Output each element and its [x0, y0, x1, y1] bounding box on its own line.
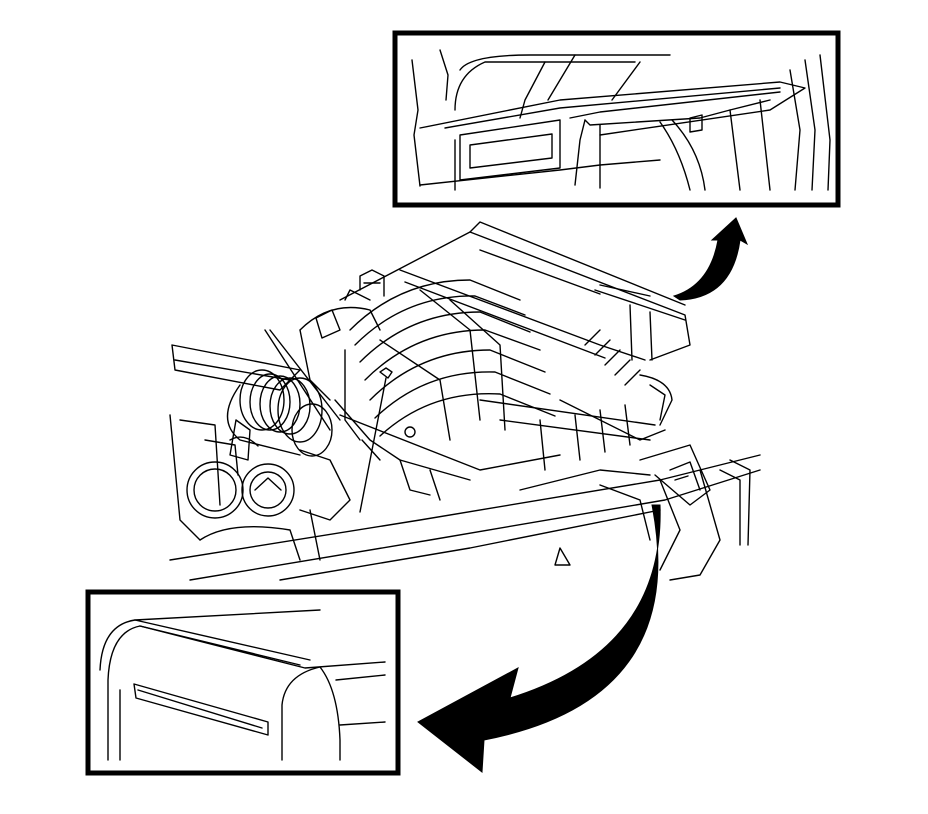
engine-assembly	[169, 221, 761, 581]
bottom-detail-inset	[85, 589, 401, 776]
bottom-detail-frame	[85, 589, 401, 776]
top-detail-inset	[392, 30, 841, 208]
curved-arrow-down-left-icon	[417, 504, 661, 773]
curved-arrow-up-right-icon	[672, 217, 749, 301]
